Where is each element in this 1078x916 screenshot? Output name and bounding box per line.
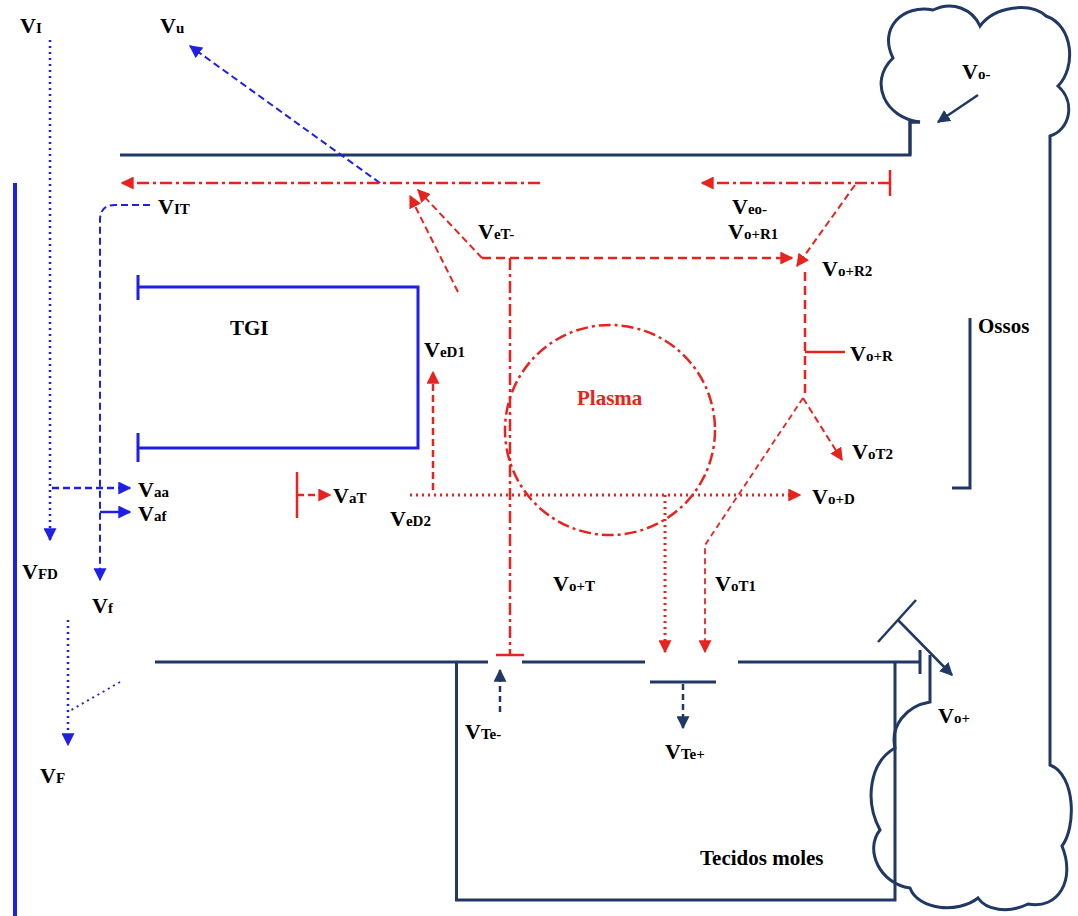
compartment-name: TGI [230,316,269,341]
flow-label: VoT1 [715,570,756,599]
flow-label: Vo- [962,58,990,87]
compartment-outline [457,662,896,900]
flow-label: VeD1 [424,336,465,365]
plasma-circle: Plasma [500,320,720,540]
flow-label: Vo+D [812,483,855,512]
leader-line [805,351,845,354]
body-frame-top [120,122,920,155]
flow-label: Vo+R [850,340,893,369]
absorption-flow [52,487,130,490]
tissue-release-flow [499,670,502,712]
flow-label: Vu [160,12,184,41]
bone-flow-line [804,272,807,398]
intake-flow [49,40,52,540]
shape-outline [455,662,897,902]
excretion-flow [122,182,540,185]
flow-label: Vo+R2 [822,255,872,284]
bone-resorption-flow [938,95,978,122]
bone-formation-flow [898,620,952,675]
flow-label: Vaa [138,476,169,505]
flow-label: Veo- [732,193,767,222]
gut-excretion-flow [410,196,458,292]
flow-label: Vo+T [553,570,595,599]
compartment-name: Ossos [978,314,1029,339]
tissue-uptake-flow [682,684,685,728]
flow-label: Vo+ [938,702,970,731]
bone-tissue-flow [803,398,842,460]
absorption-flow [100,511,130,514]
shape-outline [130,268,430,468]
flow-label: VaT [333,482,366,511]
flow-start-bar [889,170,892,196]
tissue-excretion-flow [418,190,482,258]
flow-start-bar [496,654,524,657]
absorption-flow [297,494,330,497]
gut-compartment: TGI [130,268,430,468]
compartment-name: Plasma [577,386,642,411]
flow-label: VI [20,12,42,41]
faecal-merge [68,682,120,712]
bone-excretion-flow [702,182,890,185]
intake-wall [13,183,17,916]
flow-label: VoT2 [852,438,893,467]
compartment-outline [871,6,1071,910]
flow-start-bar [878,600,916,642]
soft-tissue-box: Tecidos moles [455,662,897,902]
flow-label: VeD2 [390,505,431,534]
bone-return-flow [797,185,855,266]
flow-start-bar [650,681,716,684]
flow-label: VeT- [478,218,514,247]
flow-label: Vf [92,592,113,621]
compartment-outline [138,275,418,462]
flow-label: Vaf [138,500,166,529]
bone-tissue-flow [705,398,803,652]
flow-label: VFD [22,558,58,587]
flow-label: VF [40,762,65,791]
faecal-flow [67,620,70,745]
flow-label: VIT [158,193,190,222]
shape-outline [500,320,720,540]
tissue-return-flow [482,257,792,260]
tissue-uptake-flow [664,495,667,652]
gut-secretion-flow [432,372,435,490]
flow-label: VTe- [465,718,501,747]
flow-label: VTe+ [665,738,705,767]
body-frame-bottom [155,650,920,674]
compartment-outline [505,325,715,535]
deposition-flow [410,494,800,497]
flow-label: Vo+R1 [728,218,778,247]
compartment-name: Tecidos moles [700,846,823,871]
urine-flow [190,46,380,183]
